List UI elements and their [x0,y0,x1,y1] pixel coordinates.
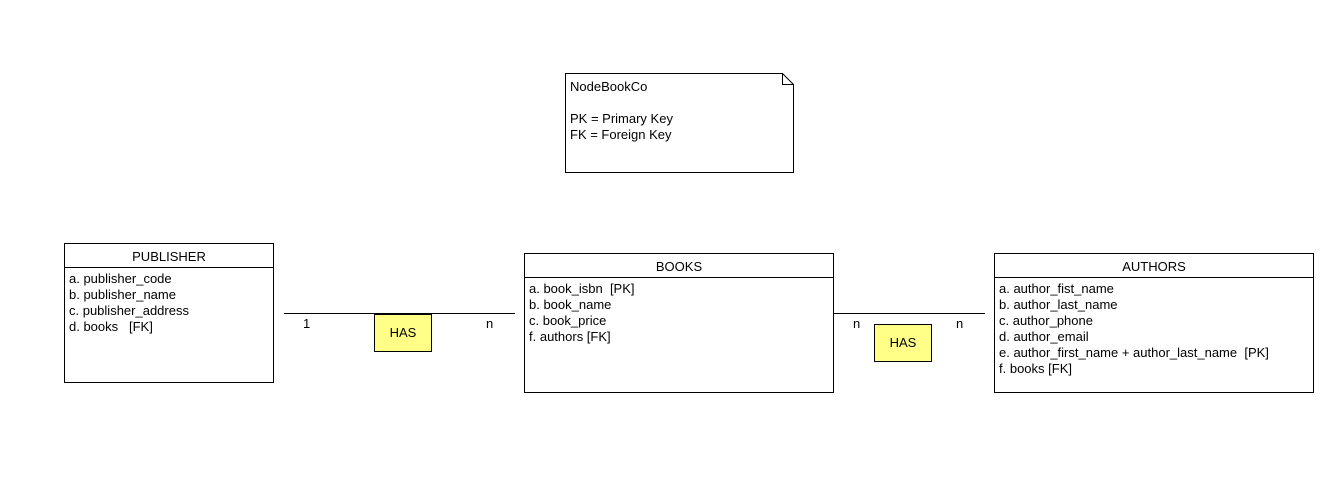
note-line: PK = Primary Key [570,111,673,126]
connector-publisher-books [284,313,515,314]
note-line: FK = Foreign Key [570,127,672,142]
cardinality-label: n [853,316,861,331]
attribute: a. book_isbn [PK] [529,281,635,296]
attribute: b. book_name [529,297,612,312]
entity-books-name: BOOKS [525,254,833,278]
connector-books-authors [834,313,985,314]
attribute: d. author_email [999,329,1089,344]
attribute: a. publisher_code [69,271,172,286]
attribute: b. author_last_name [999,297,1118,312]
relationship-has-publisher-books[interactable]: HAS [374,314,432,352]
entity-books[interactable]: BOOKS a. book_isbn [PK] b. book_name c. … [524,253,834,393]
attribute: c. author_phone [999,313,1093,328]
attribute: c. book_price [529,313,607,328]
note-title: NodeBookCo [570,79,648,94]
attribute: c. publisher_address [69,303,189,318]
entity-authors-name: AUTHORS [995,254,1313,278]
attribute: d. books [FK] [69,319,153,334]
cardinality-label: n [486,316,494,331]
cardinality-label: n [956,316,964,331]
diagram-note: NodeBookCo PK = Primary Key FK = Foreign… [565,73,794,173]
attribute: f. books [FK] [999,361,1072,376]
attribute: a. author_fist_name [999,281,1114,296]
entity-publisher-name: PUBLISHER [65,244,273,268]
entity-publisher[interactable]: PUBLISHER a. publisher_code b. publisher… [64,243,274,383]
relationship-has-books-authors[interactable]: HAS [874,324,932,362]
attribute: e. author_first_name + author_last_name … [999,345,1269,360]
cardinality-label: 1 [303,316,311,331]
entity-authors[interactable]: AUTHORS a. author_fist_name b. author_la… [994,253,1314,393]
attribute: f. authors [FK] [529,329,611,344]
attribute: b. publisher_name [69,287,176,302]
note-shape [565,73,794,173]
